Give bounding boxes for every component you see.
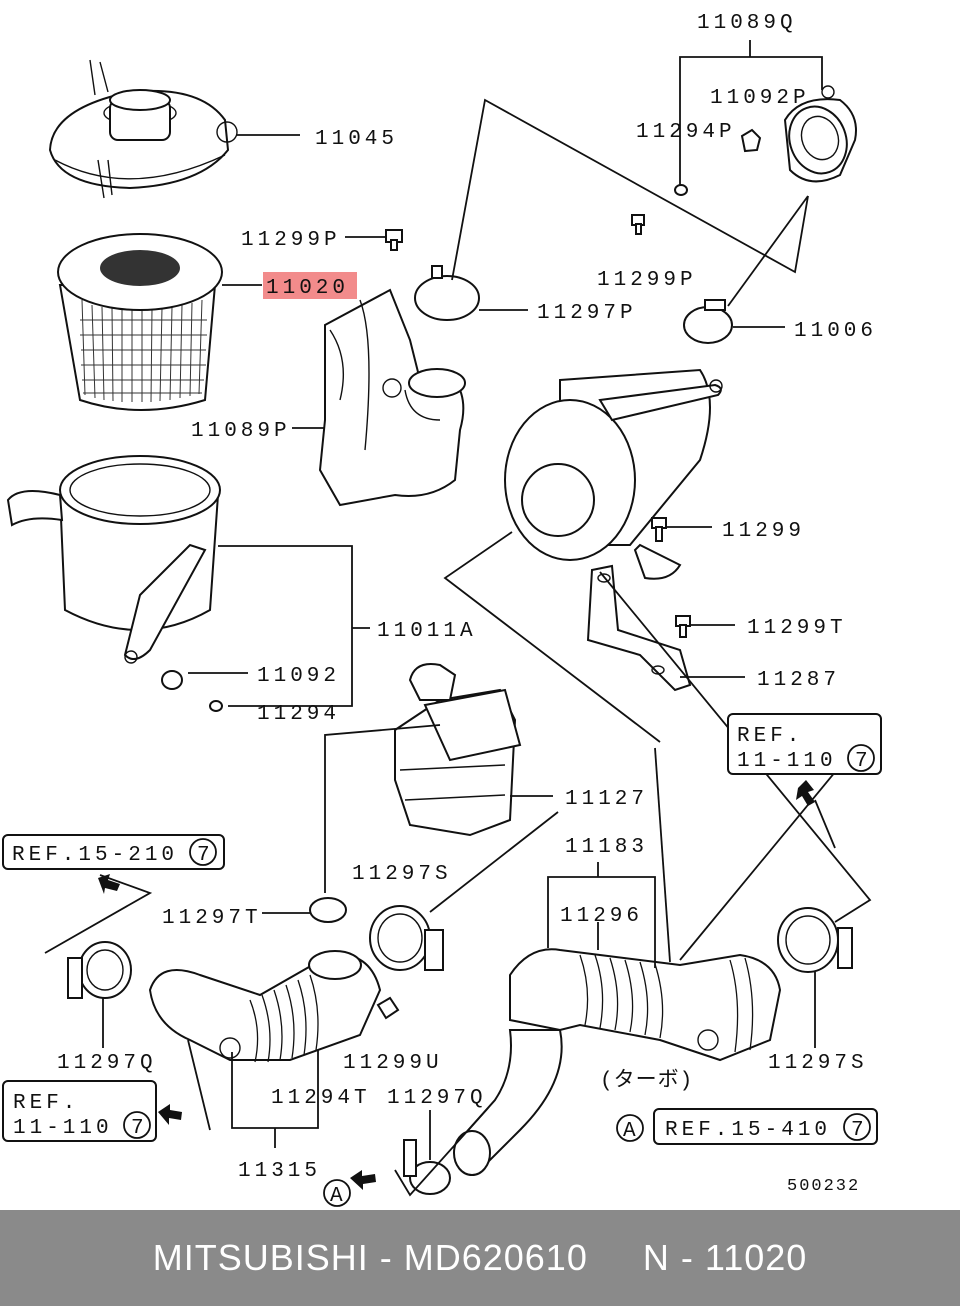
label-11092p: 11092P	[710, 87, 810, 110]
ref-box-15-410: A REF.15-410 7	[616, 1108, 878, 1145]
ref-box-11-110-left: REF. 11-110 7	[2, 1080, 157, 1142]
ref-15-410-number: 7	[851, 1119, 864, 1142]
label-11011a: 11011A	[377, 620, 477, 643]
label-11299: 11299	[722, 520, 805, 543]
bolt-11299p-right	[631, 214, 645, 235]
bolt-11299p-left	[385, 229, 403, 251]
ref-box-11-110-top: REF. 11-110 7	[727, 713, 882, 775]
ref-11-110-top-line2: 11-110	[737, 750, 837, 773]
label-11297s-right: 11297S	[768, 1052, 868, 1075]
footer-part-info: MITSUBISHI - MD620610 N - 11020	[152, 1237, 808, 1278]
label-11089q: 11089Q	[697, 12, 797, 35]
diagram-code: 500232	[787, 1177, 860, 1196]
label-11127: 11127	[565, 788, 648, 811]
nut-11092p	[740, 128, 762, 153]
bolt-11299	[651, 517, 667, 542]
arrow-ref-11-110-top	[796, 780, 815, 806]
label-11299p-right: 11299P	[597, 269, 697, 292]
clamp-11006	[683, 299, 733, 344]
ref-11-110-top-line1: REF.	[737, 725, 803, 748]
marker-a-bottom: A	[323, 1179, 351, 1208]
footer-bar: MITSUBISHI - MD620610 N - 11020	[0, 1210, 960, 1306]
nut-11092	[161, 670, 183, 690]
ref-15-210-text: REF.15-210	[12, 844, 178, 867]
parts-diagram-svg: 11089Q 11092P 11294P 11045 11299P 11020 …	[2, 12, 882, 1208]
air-cleaner-cover-11045	[48, 59, 238, 199]
label-11315: 11315	[238, 1160, 321, 1183]
ref-15-210-number: 7	[197, 844, 210, 867]
clamp-11297s-right	[777, 907, 853, 973]
ref-11-110-left-number: 7	[131, 1117, 144, 1140]
label-11297q-left: 11297Q	[57, 1052, 157, 1075]
label-11294p: 11294P	[636, 121, 736, 144]
label-11006: 11006	[794, 320, 877, 343]
label-11294t: 11294T	[271, 1087, 371, 1110]
grommet-11294p	[674, 184, 688, 196]
label-11297s-upper: 11297S	[352, 863, 452, 886]
air-hose-11315	[148, 950, 382, 1063]
label-11020: 11020	[266, 277, 349, 300]
air-hose-11296	[453, 948, 782, 1176]
clamp-11297p	[414, 265, 480, 321]
label-11297p: 11297P	[537, 302, 637, 325]
arrow-a	[350, 1170, 376, 1190]
highlight-11020: 11020	[263, 272, 357, 300]
bolt-11299t	[675, 615, 691, 638]
air-cleaner-housing-11011a	[6, 455, 221, 664]
marker-a-ref: A	[623, 1120, 636, 1143]
label-11092: 11092	[257, 665, 340, 688]
bolt-11299u	[376, 996, 400, 1020]
grommet-11294	[209, 700, 223, 712]
clamp-11297q-bottom	[403, 1139, 451, 1195]
air-duct-11089p	[318, 288, 466, 507]
marker-a-bottom-text: A	[330, 1185, 343, 1208]
parts-diagram: 11089Q 11092P 11294P 11045 11299P 11020 …	[2, 12, 882, 1208]
air-cleaner-assembly-right	[504, 368, 723, 580]
label-11299u: 11299U	[343, 1052, 443, 1075]
label-11089p: 11089P	[191, 420, 291, 443]
bracket-11287	[586, 564, 692, 692]
label-11297q-bottom: 11297Q	[387, 1087, 487, 1110]
ref-11-110-top-number: 7	[855, 750, 868, 773]
label-11296: 11296	[560, 905, 643, 928]
arrow-ref-11-110-left	[158, 1104, 182, 1125]
air-pipe-11089q	[783, 85, 857, 183]
label-11297t: 11297T	[162, 907, 262, 930]
ref-11-110-left-line1: REF.	[13, 1092, 79, 1115]
arrow-ref-15-210	[98, 874, 120, 894]
label-11299p-left: 11299P	[241, 229, 341, 252]
resonator-11127	[394, 663, 522, 837]
ref-11-110-left-line2: 11-110	[13, 1117, 113, 1140]
ref-box-15-210: REF.15-210 7	[2, 834, 225, 870]
label-11045: 11045	[315, 128, 398, 151]
clamp-11297q-left	[67, 941, 132, 999]
clamp-11297s-upper	[369, 905, 444, 971]
label-11183: 11183	[565, 836, 648, 859]
label-turbo: (ターボ)	[600, 1068, 693, 1093]
air-filter-element-11020	[57, 233, 223, 411]
label-11294: 11294	[257, 703, 340, 726]
highlight-box	[263, 272, 357, 299]
ref-15-410-text: REF.15-410	[665, 1119, 831, 1142]
label-11299t: 11299T	[747, 617, 847, 640]
label-11287: 11287	[757, 669, 840, 692]
clamp-11297t	[309, 897, 347, 923]
